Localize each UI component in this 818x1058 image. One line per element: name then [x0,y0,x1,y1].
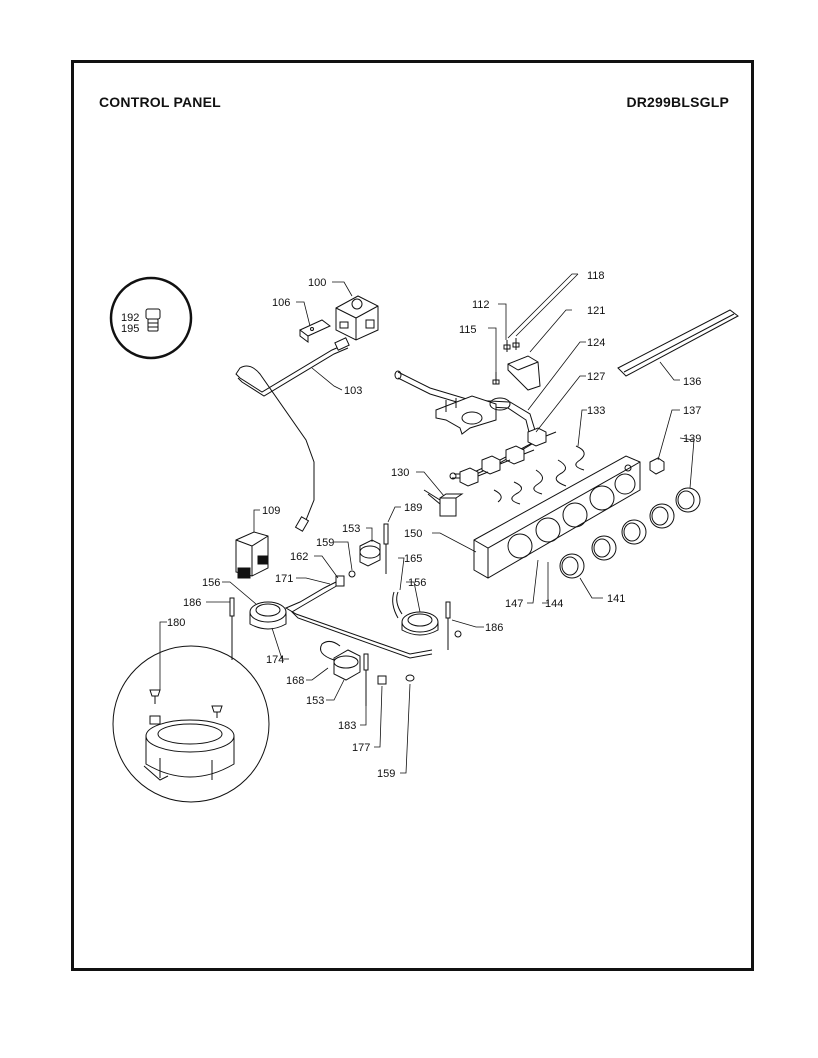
part-bracket-assembly [435,395,511,435]
part-nut-177 [377,674,415,685]
callout-153-lower: 153 [306,695,324,707]
callout-147: 147 [505,598,523,610]
part-knobs-141 [559,503,675,579]
callout-156-left: 156 [202,577,220,589]
callout-labels: 192 195 100 106 103 118 112 121 115 124 … [121,270,701,780]
callout-168: 168 [286,675,304,687]
part-electrode-186-left [229,597,235,650]
callout-192: 192 [121,312,139,324]
callout-177: 177 [352,742,370,754]
callout-144: 144 [545,598,563,610]
leader-lines [159,273,695,774]
part-electrode-186-right [445,601,462,650]
part-bracket-106 [299,319,331,343]
callout-130: 130 [391,467,409,479]
callout-112: 112 [472,299,490,311]
callout-159-lower: 159 [377,768,395,780]
part-electrode-183 [363,653,369,706]
callout-139: 139 [683,433,701,445]
part-regulator-100 [335,295,379,341]
inset-detail-180 [112,645,270,803]
callout-186-left: 186 [183,597,201,609]
part-switch-130 [423,489,464,517]
callout-150: 150 [404,528,422,540]
callout-118: 118 [587,270,605,282]
part-screws-118 [503,338,520,352]
callout-153-upper: 153 [342,523,360,535]
part-burner-156-right [392,591,439,636]
part-control-panel-150 [473,455,641,579]
part-wires-133 [493,445,585,505]
part-burner-153-lower [320,640,361,681]
part-burner-base-153-upper [359,539,381,567]
callout-133: 133 [587,405,605,417]
callout-165: 165 [404,553,422,565]
part-tube-103 [235,337,350,532]
callout-141: 141 [607,593,625,605]
diagram-frame [71,60,754,971]
callout-127: 127 [587,371,605,383]
part-electrode-189 [383,523,389,574]
callout-121: 121 [587,305,605,317]
callout-115: 115 [459,324,477,336]
callout-189: 189 [404,502,422,514]
callout-159-upper: 159 [316,537,334,549]
part-tube-171 [284,570,433,659]
callout-195: 195 [121,323,139,335]
part-knob-139 [675,487,701,513]
callout-186-right: 186 [485,622,503,634]
part-trim-strip-136 [617,309,739,377]
callout-171: 171 [275,573,293,585]
callout-106: 106 [272,297,290,309]
callout-109: 109 [262,505,280,517]
model-number: DR299BLSGLP [626,94,729,110]
part-screw-115 [492,372,500,385]
part-valve-109 [235,531,269,579]
callout-137: 137 [683,405,701,417]
callout-136: 136 [683,376,701,388]
inset-detail-192-195 [109,276,193,360]
callout-180: 180 [167,617,185,629]
callout-183: 183 [338,720,356,732]
part-valves-127 [459,427,557,487]
callout-103: 103 [344,385,362,397]
callout-174: 174 [266,654,284,666]
callout-124: 124 [587,337,605,349]
page-title: CONTROL PANEL [99,94,221,110]
callout-100: 100 [308,277,326,289]
part-burner-156-left [249,601,287,630]
part-bracket-121 [507,355,541,391]
callout-156-right: 156 [408,577,426,589]
part-nut-137 [649,457,665,475]
callout-162: 162 [290,551,308,563]
